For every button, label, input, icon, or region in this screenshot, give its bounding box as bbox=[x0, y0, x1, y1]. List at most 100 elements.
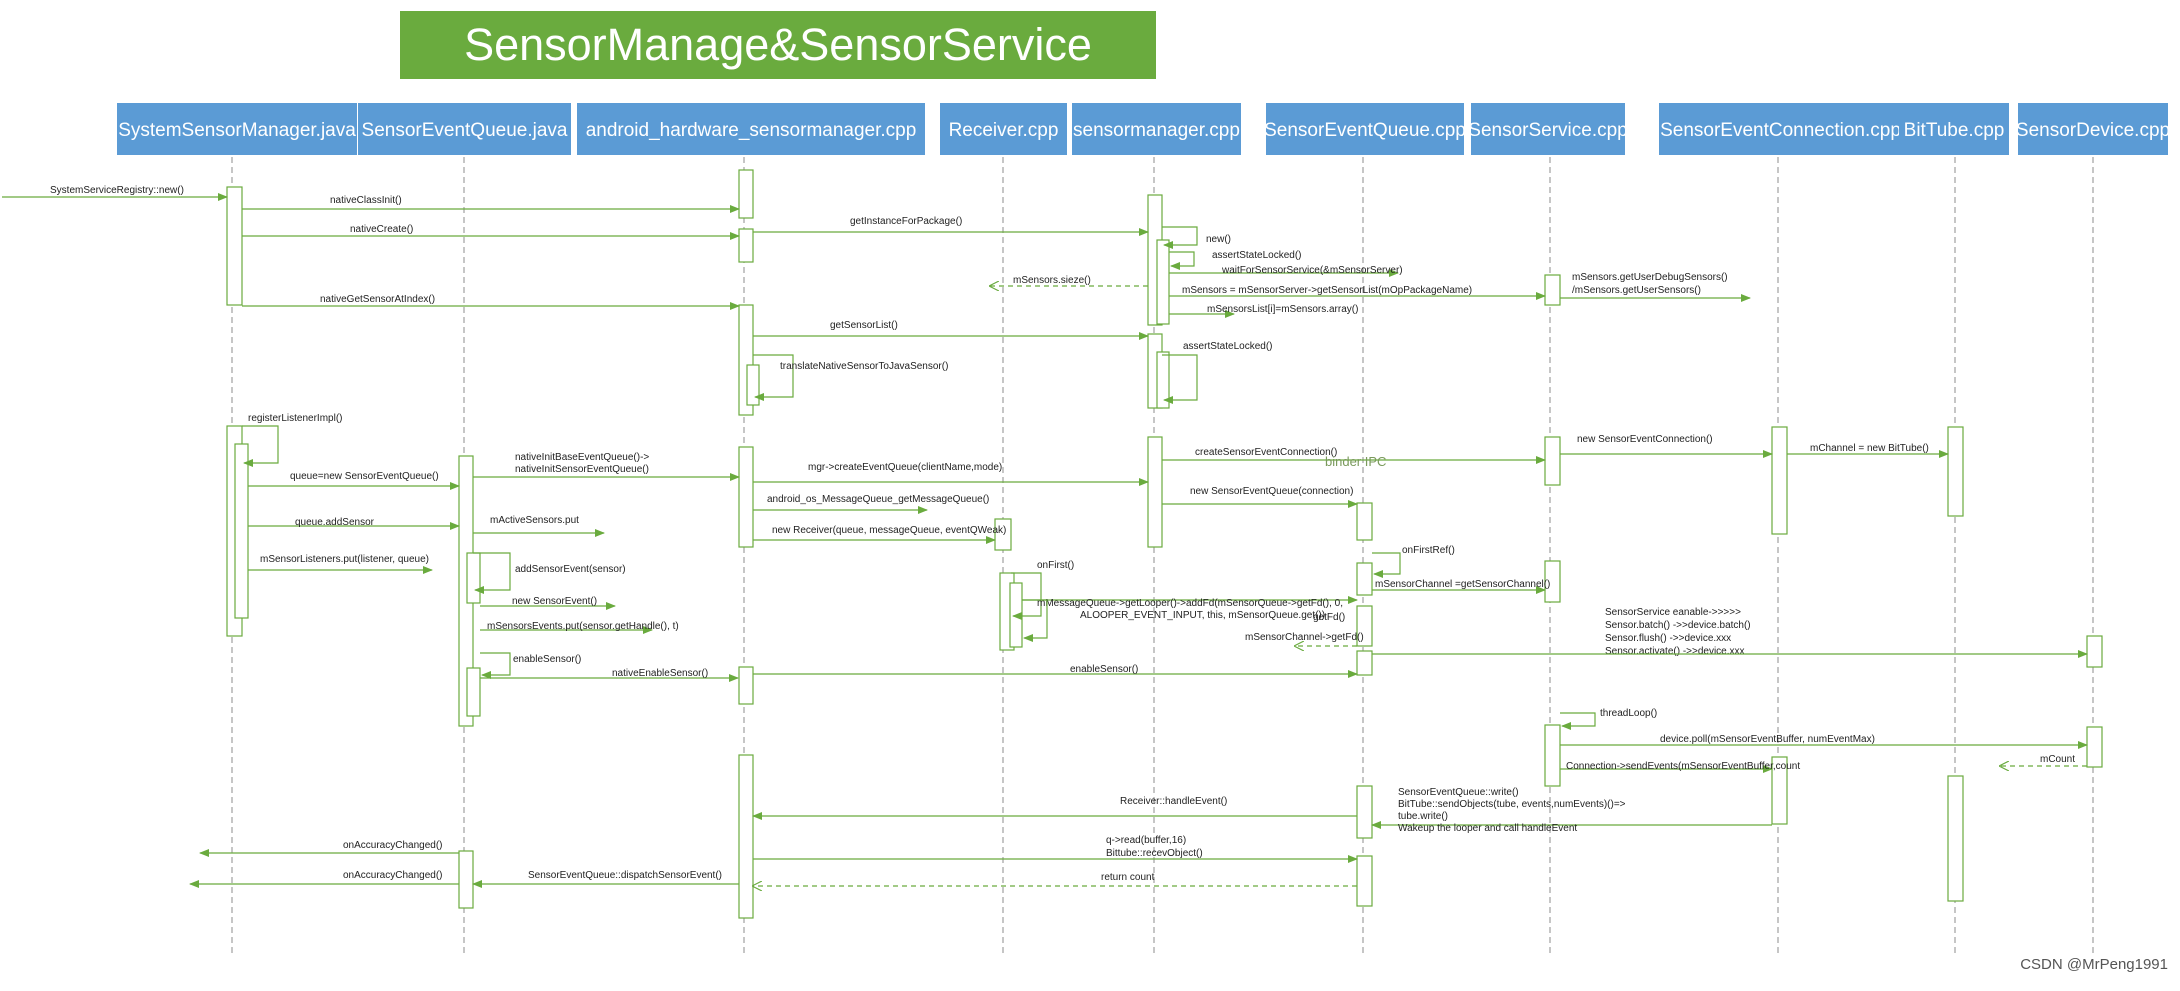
participant-header bbox=[117, 103, 357, 155]
activation-bar bbox=[1771, 756, 1788, 825]
message-label: BitTube::sendObjects(tube, events,numEve… bbox=[1398, 799, 1626, 810]
activation-bar bbox=[738, 228, 754, 263]
activation-bar bbox=[1147, 436, 1163, 548]
self-call-arrow bbox=[1162, 354, 1198, 404]
message-label: getInstanceForPackage() bbox=[850, 216, 962, 227]
activation-bar bbox=[2086, 635, 2103, 668]
participant-header bbox=[940, 103, 1067, 155]
activation-bar bbox=[1356, 605, 1373, 647]
participant-label: sensormanager.cpp bbox=[1073, 120, 1240, 141]
message-label: nativeClassInit() bbox=[330, 195, 402, 206]
self-call-arrow bbox=[753, 354, 794, 401]
message-label: Wakeup the looper and call handleEvent bbox=[1398, 823, 1577, 834]
activation-bar bbox=[234, 443, 249, 619]
participant-label: SensorService.cpp bbox=[1468, 120, 1627, 141]
message-label: waitForSensorService(&mSensorServer) bbox=[1221, 265, 1403, 276]
participant-label: SensorEventQueue.cpp bbox=[1264, 120, 1466, 141]
message-label: Bittube::recevObject() bbox=[1106, 848, 1203, 859]
message-label: new SensorEventConnection() bbox=[1577, 434, 1713, 445]
message-label: SensorEventQueue::dispatchSensorEvent() bbox=[528, 870, 722, 881]
message-label: nativeCreate() bbox=[350, 224, 413, 235]
message-label: SensorEventQueue::write() bbox=[1398, 787, 1519, 798]
message-label: nativeEnableSensor() bbox=[612, 668, 708, 679]
message-label: new() bbox=[1206, 234, 1231, 245]
message-label: q->read(buffer,16) bbox=[1106, 835, 1186, 846]
message-label: mSensorsList[i]=mSensors.array() bbox=[1207, 304, 1358, 315]
self-call-arrow bbox=[473, 552, 511, 594]
message-label: nativeInitBaseEventQueue()-> bbox=[515, 452, 649, 463]
activation-bar bbox=[1009, 582, 1023, 648]
message-label: new SensorEventQueue(connection) bbox=[1190, 486, 1353, 497]
participant-header bbox=[577, 103, 925, 155]
message-label: onAccuracyChanged() bbox=[343, 870, 443, 881]
self-call-arrow bbox=[1169, 251, 1195, 270]
participant-label: SensorDevice.cpp bbox=[2016, 120, 2170, 141]
message-label: assertStateLocked() bbox=[1212, 250, 1302, 261]
message-label: /mSensors.getUserSensors() bbox=[1572, 285, 1701, 296]
messages: SystemServiceRegistry::new()nativeClassI… bbox=[2, 185, 2088, 886]
participant-label: SensorEventConnection.cpp bbox=[1660, 120, 1901, 141]
message-label: mSensorsEvents.put(sensor.getHandle(), t… bbox=[487, 621, 679, 632]
message-label: mSensors = mSensorServer->getSensorList(… bbox=[1182, 285, 1472, 296]
message-label: Connection->sendEvents(mSensorEventBuffe… bbox=[1566, 761, 1800, 772]
message-label: new SensorEvent() bbox=[512, 596, 597, 607]
activation-bar bbox=[1156, 351, 1170, 409]
activation-bar bbox=[1356, 650, 1373, 676]
message-label: android_os_MessageQueue_getMessageQueue(… bbox=[767, 494, 989, 505]
activation-bar bbox=[738, 754, 754, 919]
message-label: assertStateLocked() bbox=[1183, 341, 1273, 352]
activation-bar bbox=[466, 667, 481, 717]
activation-bar bbox=[1544, 560, 1561, 603]
message-label: translateNativeSensorToJavaSensor() bbox=[780, 361, 948, 372]
activation-bar bbox=[746, 364, 760, 406]
message-label: mSensorChannel->getFd() bbox=[1245, 632, 1364, 643]
message-label: mgr->createEventQueue(clientName,mode) bbox=[808, 462, 1002, 473]
self-call-arrow bbox=[1022, 599, 1048, 642]
message-label: registerListenerImpl() bbox=[248, 413, 342, 424]
message-label: mSensorChannel =getSensorChannel() bbox=[1375, 579, 1550, 590]
self-call-arrow bbox=[1011, 572, 1042, 620]
message-label: queue.addSensor bbox=[295, 517, 375, 528]
message-label: mChannel = new BitTube() bbox=[1810, 443, 1929, 454]
message-label: getFd() bbox=[1313, 612, 1345, 623]
message-label: enableSensor() bbox=[513, 654, 581, 665]
activation-bar bbox=[738, 446, 754, 548]
message-label: enableSensor() bbox=[1070, 664, 1138, 675]
message-label: Sensor.flush() ->>device.xxx bbox=[1605, 633, 1731, 644]
message-label: SystemServiceRegistry::new() bbox=[50, 185, 184, 196]
activation-bar bbox=[466, 552, 481, 604]
self-call-arrow bbox=[1372, 552, 1401, 578]
message-label: mCount bbox=[2040, 754, 2075, 765]
message-label: nativeInitSensorEventQueue() bbox=[515, 464, 649, 475]
activation-bar bbox=[994, 518, 1012, 551]
participant-label: SensorEventQueue.java bbox=[362, 120, 568, 141]
activation-bar bbox=[738, 169, 754, 219]
activation-bar bbox=[1544, 724, 1561, 787]
message-label: binder IPC bbox=[1325, 454, 1386, 469]
activation-bars bbox=[226, 169, 2103, 919]
activation-bar bbox=[1356, 562, 1373, 596]
message-label: SensorService eanable->>>>> bbox=[1605, 607, 1741, 618]
message-label: mSensors.getUserDebugSensors() bbox=[1572, 272, 1728, 283]
participant-label: Receiver.cpp bbox=[949, 120, 1059, 141]
message-label: mActiveSensors.put bbox=[490, 515, 579, 526]
activation-bar bbox=[1356, 855, 1373, 907]
activation-bar bbox=[1947, 426, 1964, 517]
message-label: nativeGetSensorAtIndex() bbox=[320, 294, 435, 305]
participant-header bbox=[2018, 103, 2168, 155]
message-label: device.poll(mSensorEventBuffer, numEvent… bbox=[1660, 734, 1875, 745]
participant-header bbox=[1899, 103, 2009, 155]
message-label: return count bbox=[1101, 872, 1155, 883]
participant-label: android_hardware_sensormanager.cpp bbox=[586, 120, 917, 141]
self-call-arrow bbox=[1162, 226, 1198, 249]
activation-bar bbox=[1156, 239, 1170, 325]
message-label: onAccuracyChanged() bbox=[343, 840, 443, 851]
diagram-title: SensorManage&SensorService bbox=[464, 19, 1092, 70]
activation-bar bbox=[458, 850, 474, 909]
message-label: new Receiver(queue, messageQueue, eventQ… bbox=[772, 525, 1006, 536]
message-label: Sensor.activate() ->>device.xxx bbox=[1605, 646, 1745, 657]
message-label: mSensors.sieze() bbox=[1013, 275, 1091, 286]
participant-header bbox=[1659, 103, 1902, 155]
